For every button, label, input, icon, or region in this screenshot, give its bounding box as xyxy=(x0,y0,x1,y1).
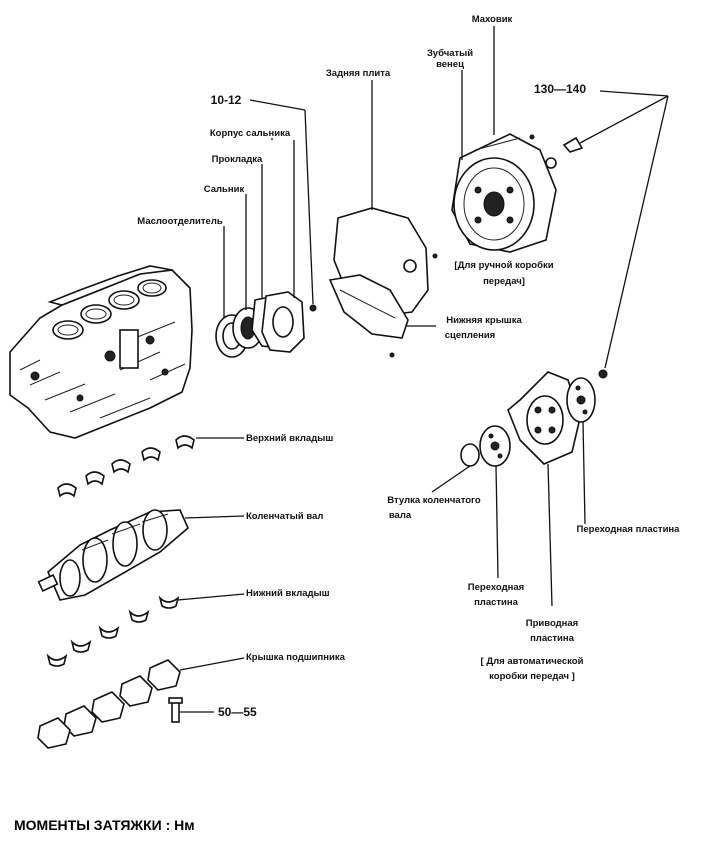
label-upper-bearing: Верхний вкладыш xyxy=(246,433,333,444)
label-torque-50-55: 50—55 xyxy=(218,705,257,719)
drive-plate-bolt xyxy=(598,369,608,379)
crankshaft-part xyxy=(37,509,189,601)
label-manual-trans-line1: [Для ручной коробки xyxy=(454,260,553,271)
flywheel-dowel xyxy=(545,157,557,169)
lower-bearing-shells xyxy=(46,595,180,667)
label-torque-10-12: 10-12 xyxy=(211,93,242,107)
label-rear-plate: Задняя плита xyxy=(326,68,391,79)
label-adapter-plate-right: Переходная пластина xyxy=(577,524,681,535)
label-lower-bearing: Нижний вкладыш xyxy=(246,588,330,599)
label-clutch-cover-line2: сцепления xyxy=(445,330,495,341)
adapter-plate-right-part xyxy=(566,377,596,423)
label-drive-plate-line1: Приводная xyxy=(526,618,578,629)
label-torque-130-140: 130—140 xyxy=(534,82,586,96)
label-auto-trans-line1: [ Для автоматической xyxy=(481,656,584,667)
label-drive-plate-line2: пластина xyxy=(530,633,575,644)
label-auto-trans-line2: коробки передач ] xyxy=(489,671,575,682)
flywheel-part xyxy=(451,133,557,253)
label-bushing-line1: Втулка коленчатого xyxy=(387,495,481,506)
seal-housing-part xyxy=(261,291,305,353)
bearing-caps xyxy=(37,659,181,749)
label-oil-seal: Сальник xyxy=(204,184,245,195)
label-oil-separator: Маслоотделитель xyxy=(137,216,223,227)
label-clutch-cover-line1: Нижняя крышка xyxy=(446,315,522,326)
label-adapter-plate-left-line1: Переходная xyxy=(468,582,524,593)
adapter-plate-left-part xyxy=(479,425,511,467)
label-bearing-cap: Крышка подшипника xyxy=(246,652,346,663)
label-ring-gear-line1: Зубчатый xyxy=(427,48,473,59)
drive-plate-part xyxy=(507,371,581,465)
leader-lines xyxy=(177,26,669,713)
label-seal-housing: Корпус сальника xyxy=(210,128,291,139)
label-crankshaft: Коленчатый вал xyxy=(246,511,323,522)
cylinder-block xyxy=(9,265,193,439)
label-manual-trans-line2: передач] xyxy=(483,276,525,287)
clutch-lower-cover-part xyxy=(328,274,409,339)
label-ring-gear-line2: венец xyxy=(436,59,464,70)
flywheel-bolt xyxy=(562,136,584,153)
crankshaft-bushing-part xyxy=(460,443,480,467)
bolt-10-12 xyxy=(309,304,317,312)
label-bushing-line2: вала xyxy=(389,510,412,521)
footer-title: МОМЕНТЫ ЗАТЯЖКИ : Нм xyxy=(14,817,195,833)
upper-bearing-shells xyxy=(57,435,195,498)
rear-plate-bolt xyxy=(389,352,395,358)
label-flywheel: Маховик xyxy=(472,14,513,25)
bearing-cap-bolt xyxy=(168,697,183,723)
label-adapter-plate-left-line2: пластина xyxy=(474,597,519,608)
label-gasket: Прокладка xyxy=(212,154,263,165)
